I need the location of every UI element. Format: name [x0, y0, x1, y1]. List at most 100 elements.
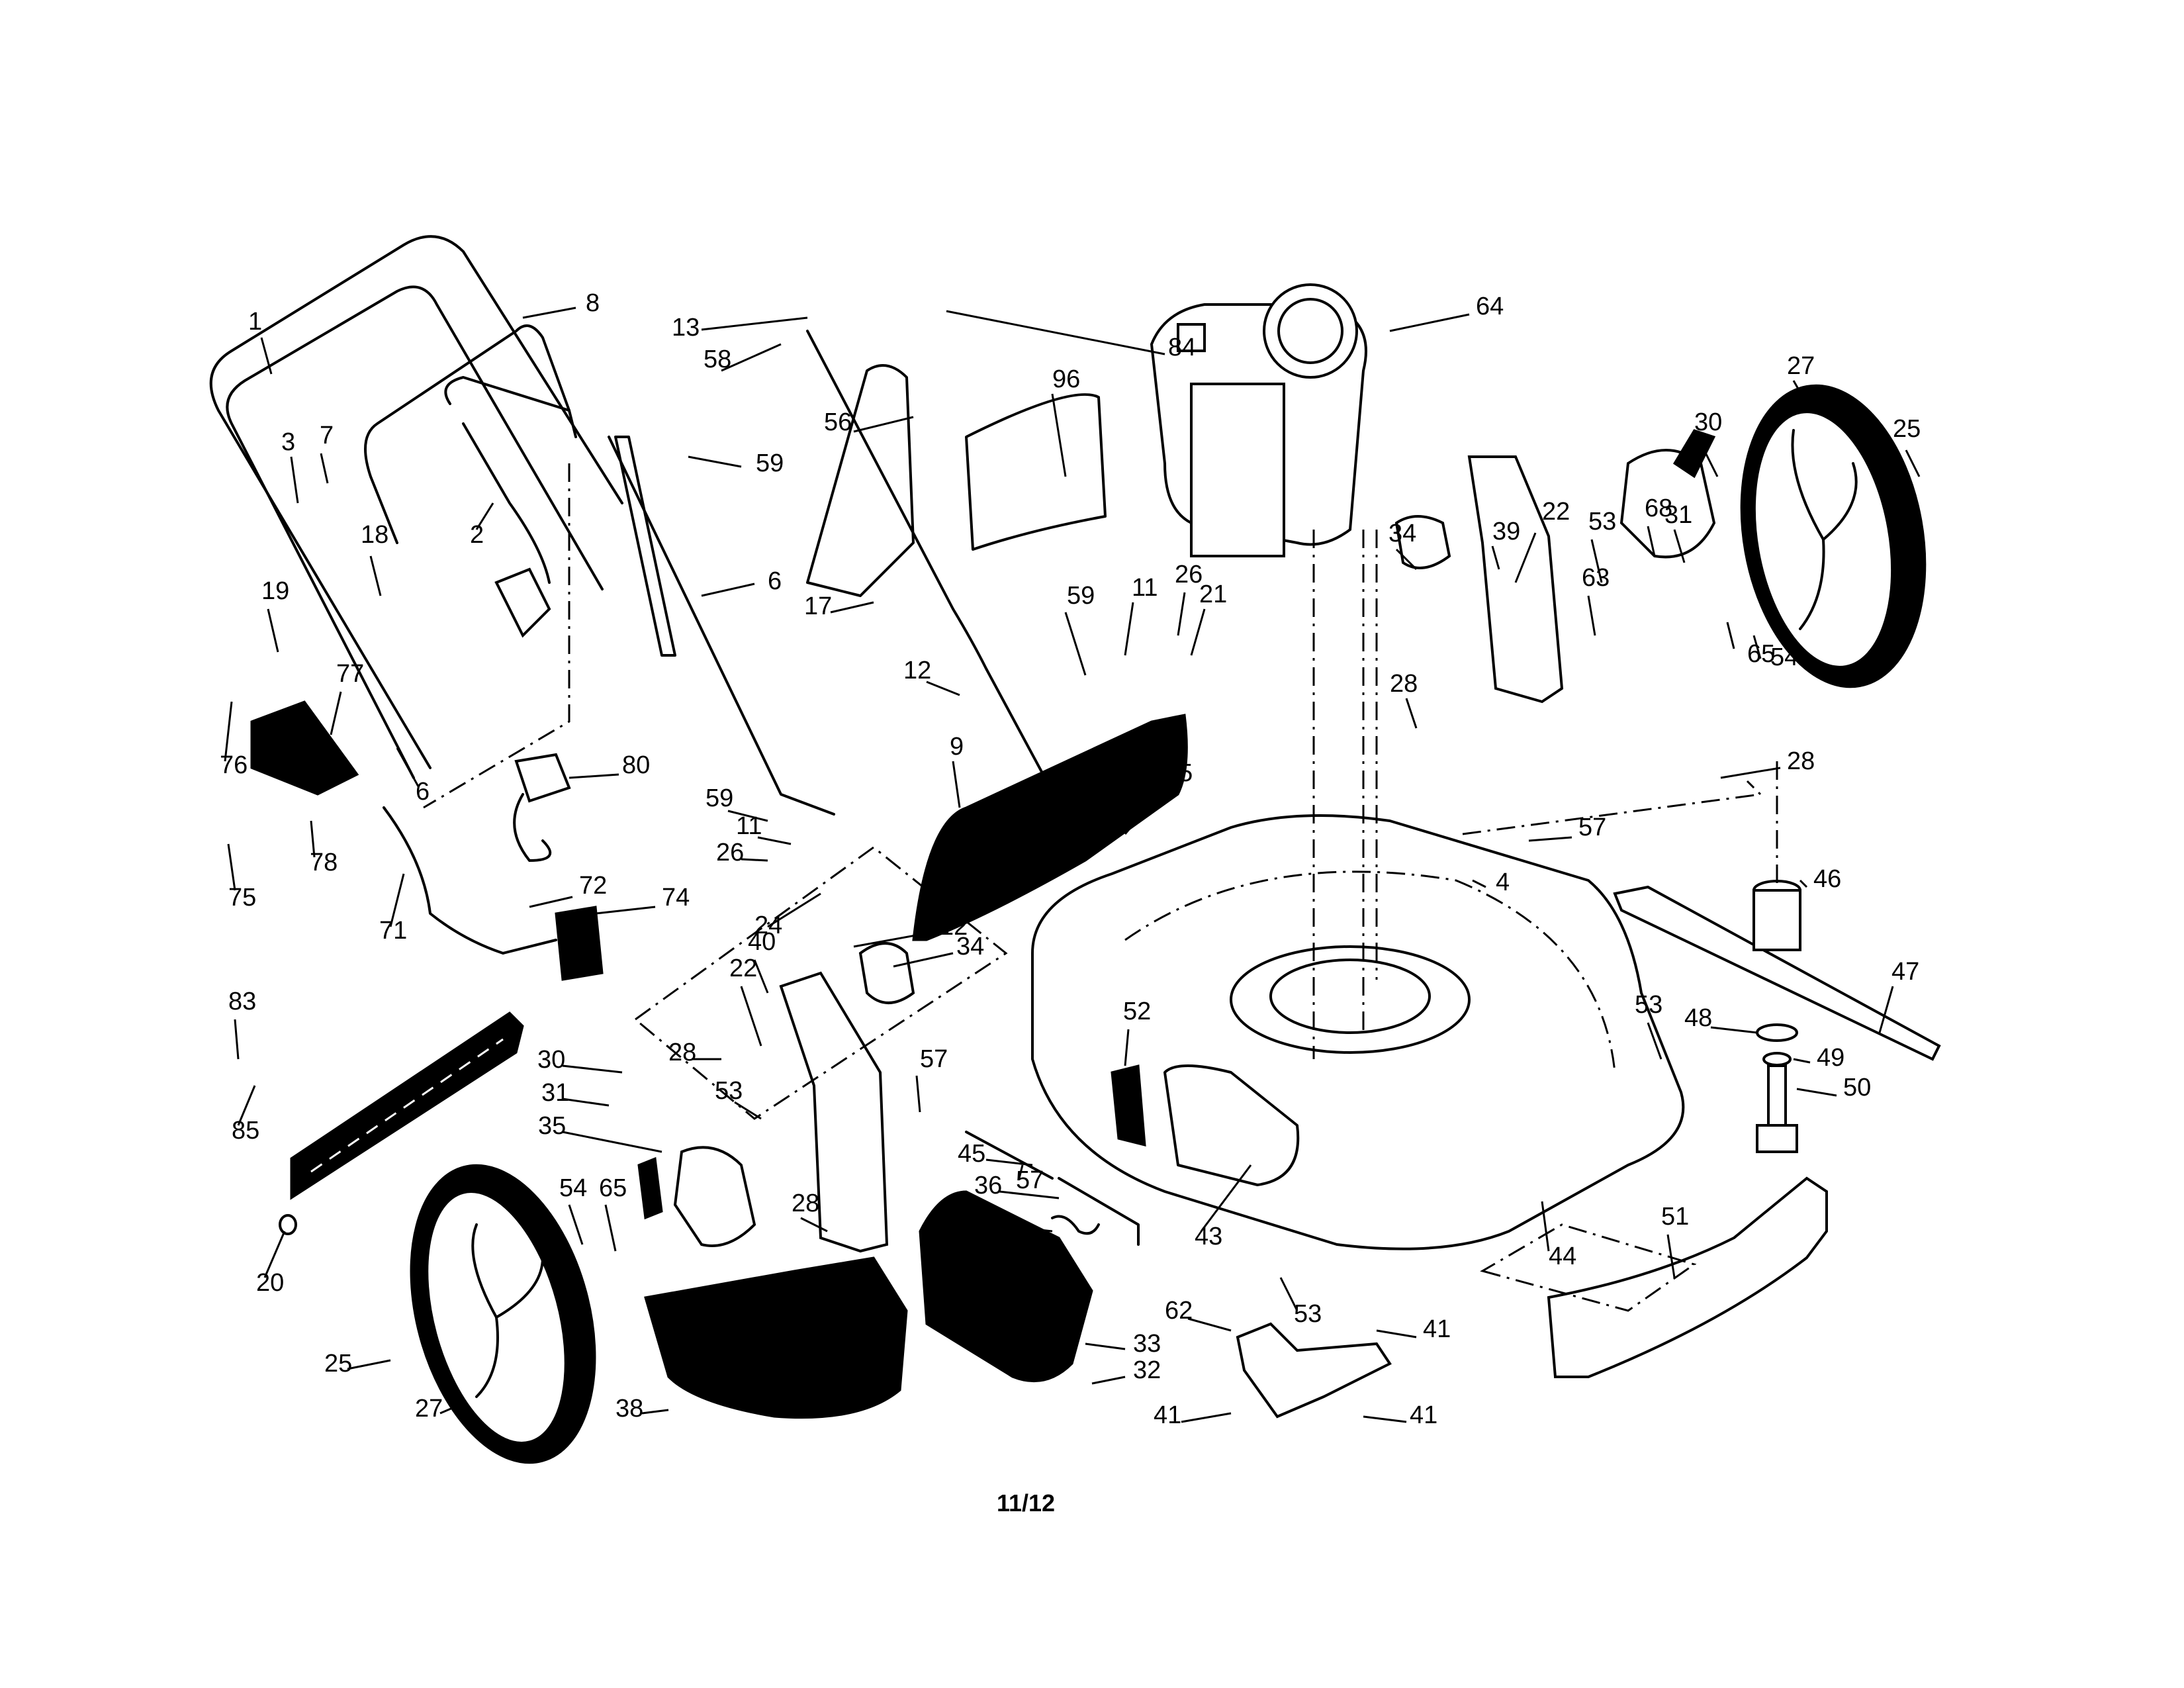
leader-line-77 — [330, 691, 342, 735]
callout-label-45: 45 — [958, 1140, 985, 1168]
callout-label-83: 83 — [228, 988, 256, 1015]
leader-line-28d — [800, 1217, 828, 1233]
leader-line-28a — [1405, 698, 1418, 729]
leader-lines — [224, 306, 1921, 1423]
callout-label-33: 33 — [1133, 1330, 1161, 1358]
assembly-outline-right — [1462, 780, 1763, 1312]
leader-line-9 — [952, 761, 961, 808]
callout-label-59a: 59 — [756, 449, 784, 477]
skirt-rod-end — [279, 1214, 297, 1235]
callout-label-24: 24 — [754, 912, 782, 939]
charger — [514, 753, 571, 803]
leader-line-41b — [1181, 1412, 1232, 1423]
leader-line-44 — [1541, 1201, 1550, 1252]
callout-label-11b: 11 — [736, 812, 762, 840]
leader-line-11b — [757, 836, 792, 845]
callout-label-85: 85 — [232, 1117, 259, 1145]
leader-line-19 — [267, 608, 279, 653]
callout-label-54b: 54 — [559, 1174, 587, 1202]
callout-label-18: 18 — [361, 521, 388, 549]
leader-line-68 — [1647, 526, 1656, 557]
leader-line-8 — [522, 306, 576, 319]
callout-label-22a: 22 — [1542, 498, 1570, 526]
leader-line-40 — [753, 959, 769, 994]
hinge-bracket — [1058, 1177, 1140, 1246]
leader-line-53c — [1279, 1277, 1298, 1311]
callout-label-28a: 28 — [1390, 670, 1418, 698]
callout-label-57b: 57 — [920, 1045, 948, 1073]
leader-line-54a — [1752, 635, 1762, 659]
leader-line-59c — [727, 810, 768, 822]
callout-label-51: 51 — [1661, 1203, 1689, 1231]
callout-label-8: 8 — [586, 289, 600, 317]
callout-label-34a: 34 — [1388, 520, 1416, 547]
leader-line-25a — [1905, 449, 1921, 477]
leader-line-63 — [1587, 595, 1596, 636]
leader-line-34a — [1395, 548, 1418, 571]
leader-line-54b — [568, 1204, 584, 1245]
leader-line-53b — [1647, 1022, 1662, 1060]
leader-line-39 — [1491, 545, 1500, 570]
leader-line-6b — [396, 747, 420, 787]
leader-line-50 — [1796, 1088, 1837, 1097]
battery-pack — [555, 906, 604, 981]
right-height-knob — [1394, 515, 1451, 569]
leader-line-38 — [641, 1409, 669, 1415]
leader-line-12a — [926, 680, 960, 696]
leader-line-53d — [734, 1101, 762, 1120]
leader-line-30b — [562, 1064, 623, 1074]
callout-label-1: 1 — [248, 308, 262, 336]
callout-labels: 1234667891111121213171819202122222425252… — [220, 289, 1921, 1429]
callout-label-4: 4 — [1496, 868, 1510, 896]
leader-line-46 — [1799, 879, 1808, 888]
engine-mount-line — [1312, 530, 1378, 1059]
leader-line-22a — [1514, 532, 1537, 583]
callout-label-9: 9 — [950, 733, 964, 761]
starter-motor — [250, 700, 359, 796]
lower-handle-left — [608, 436, 835, 816]
callout-label-57c: 57 — [1016, 1166, 1044, 1194]
leader-line-57c — [1018, 1164, 1024, 1179]
leader-line-52 — [1124, 1029, 1130, 1066]
callout-label-30a: 30 — [1694, 408, 1722, 436]
bag-flap — [965, 393, 1107, 551]
callout-label-58: 58 — [704, 346, 731, 373]
leader-line-1 — [260, 337, 273, 375]
leader-line-59b — [1064, 612, 1087, 676]
mower-blade — [1613, 885, 1941, 1061]
leader-line-34b — [893, 952, 954, 968]
leader-line-49 — [1793, 1058, 1811, 1064]
left-gear-housing — [673, 1146, 756, 1247]
leader-line-45 — [985, 1158, 1033, 1166]
callout-label-12b: 12 — [940, 913, 968, 941]
callout-label-34b: 34 — [956, 933, 984, 961]
callout-label-26a: 26 — [1175, 561, 1203, 588]
lock-washer — [1762, 1052, 1792, 1066]
leader-line-96 — [1051, 393, 1067, 477]
deflector-guard — [1236, 1322, 1392, 1419]
leader-line-43 — [1200, 1164, 1252, 1232]
callout-label-78: 78 — [310, 849, 338, 876]
engine-control-cable — [444, 376, 570, 638]
right-gear-housing — [1619, 449, 1716, 559]
leader-line-65a — [1726, 622, 1735, 649]
leader-line-48 — [1710, 1026, 1758, 1034]
leader-line-57b — [915, 1075, 921, 1113]
side-discharge-chute — [644, 1256, 908, 1419]
callout-label-84: 84 — [1168, 334, 1196, 361]
front-baffle — [1547, 1176, 1828, 1378]
callout-label-6a: 6 — [768, 567, 782, 595]
callout-label-43: 43 — [1195, 1223, 1222, 1250]
leader-line-42 — [992, 1223, 1053, 1233]
mower-deck — [1031, 814, 1685, 1250]
leader-line-41a — [1376, 1329, 1417, 1338]
leader-line-72 — [529, 896, 573, 908]
handle-tube-left — [614, 436, 676, 657]
callout-label-77: 77 — [336, 660, 364, 688]
callout-label-3: 3 — [281, 428, 295, 456]
leader-line-13 — [701, 316, 808, 331]
callout-label-28b: 28 — [1787, 747, 1815, 775]
leader-line-27a — [1792, 380, 1808, 404]
callout-label-46: 46 — [1813, 865, 1841, 893]
